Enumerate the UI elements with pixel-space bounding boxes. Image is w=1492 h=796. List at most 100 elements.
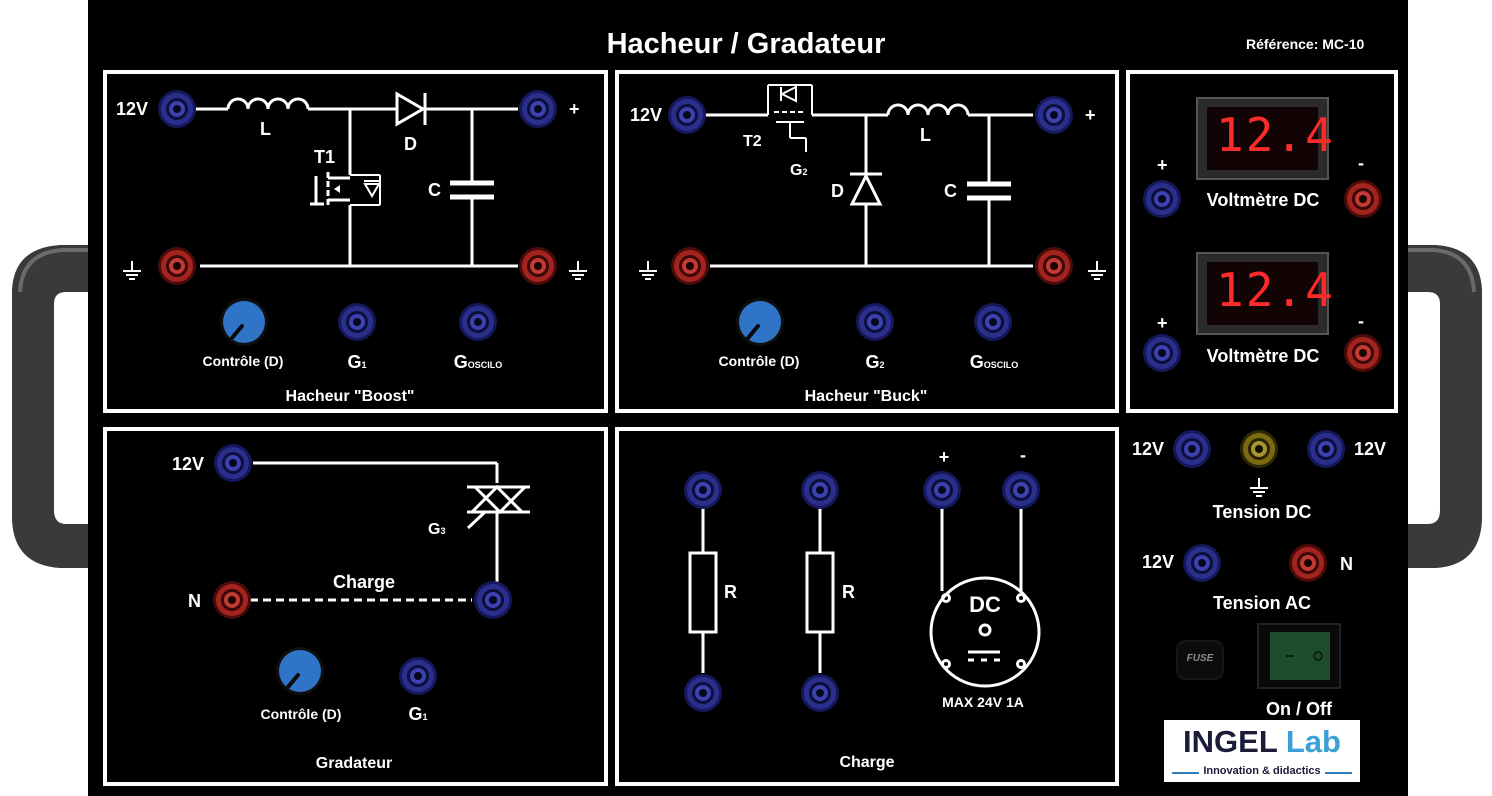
- resistor2-label: R: [842, 582, 855, 602]
- boost-goscilo-jack[interactable]: [459, 303, 497, 341]
- gradateur-g1-jack[interactable]: [399, 657, 437, 695]
- voltmeter2-minus-label: -: [1358, 311, 1364, 331]
- ac-supply-neutral-jack[interactable]: [1289, 544, 1327, 582]
- motor-minus-label: -: [1020, 445, 1026, 465]
- motor-plus-label: +: [938, 447, 950, 467]
- boost-output-label: +: [569, 99, 580, 119]
- boost-frame: [103, 70, 608, 413]
- logo-word-lab: Lab: [1285, 724, 1341, 759]
- buck-input-jack[interactable]: [668, 96, 706, 134]
- voltmeter2-plus-jack[interactable]: [1143, 334, 1181, 372]
- boost-transistor-label: T1: [314, 147, 336, 167]
- ingel-lab-logo: INGEL Lab Innovation & didactics: [1164, 720, 1360, 782]
- reference-label: Référence: MC-10: [1246, 36, 1365, 52]
- buck-ground-jack-right[interactable]: [1035, 247, 1073, 285]
- ground-icon: [568, 260, 588, 280]
- fuse-label: FUSE: [1186, 653, 1214, 664]
- ac-supply-12v-jack[interactable]: [1183, 544, 1221, 582]
- boost-input-jack[interactable]: [158, 90, 196, 128]
- boost-ground-jack-right[interactable]: [519, 247, 557, 285]
- voltmeter2-minus-jack[interactable]: [1344, 334, 1382, 372]
- buck-gate-tag: G2: [790, 162, 808, 179]
- voltmeter1-label: Voltmètre DC: [1206, 190, 1320, 210]
- buck-capacitor-label: C: [944, 181, 957, 201]
- dc-supply-left-label: 12V: [1132, 439, 1165, 459]
- gradateur-schematic: [250, 461, 530, 602]
- ground-icon: [122, 260, 142, 280]
- boost-caption: Hacheur "Boost": [285, 388, 415, 405]
- charge-caption: Charge: [839, 754, 895, 771]
- boost-ground-jack-left[interactable]: [158, 247, 196, 285]
- logo-word-ingel: INGEL: [1183, 724, 1278, 759]
- buck-duty-knob[interactable]: [734, 296, 786, 348]
- fuse-holder[interactable]: FUSE: [1176, 640, 1224, 680]
- gradateur-load-label: Charge: [332, 572, 396, 592]
- boost-duty-knob[interactable]: [218, 296, 270, 348]
- buck-caption: Hacheur "Buck": [804, 388, 928, 405]
- gradateur-input-jack[interactable]: [214, 444, 252, 482]
- buck-schematic: [705, 84, 1033, 268]
- gradateur-g1-label: G1: [408, 704, 428, 724]
- boost-g1-jack[interactable]: [338, 303, 376, 341]
- motor-plus-jack[interactable]: [923, 471, 961, 509]
- voltmeter1-minus-label: -: [1358, 153, 1364, 173]
- power-switch-label: On / Off: [1266, 699, 1332, 719]
- right-handle: [1400, 245, 1482, 568]
- buck-goscilo-label: GOSCILO: [969, 352, 1019, 372]
- buck-diode-label: D: [831, 181, 844, 201]
- gradateur-control-label: Contrôle (D): [260, 706, 342, 722]
- boost-output-jack[interactable]: [519, 90, 557, 128]
- gradateur-load-jack[interactable]: [474, 581, 512, 619]
- gradateur-duty-knob[interactable]: [274, 645, 326, 697]
- buck-transistor-label: T2: [743, 133, 762, 150]
- dc-supply-ground-jack[interactable]: [1240, 430, 1278, 468]
- voltmeter2-display: [1196, 252, 1329, 335]
- boost-control-label: Contrôle (D): [202, 353, 284, 369]
- gradateur-frame: [103, 427, 608, 786]
- charge-frame: [615, 427, 1119, 786]
- boost-diode-label: D: [404, 134, 417, 154]
- buck-inductor-label: L: [920, 125, 931, 145]
- logo-tagline: Innovation & didactics: [1199, 765, 1325, 777]
- buck-g2-label: G2: [865, 352, 885, 372]
- ground-icon: [1087, 260, 1107, 280]
- left-handle: [12, 245, 96, 568]
- dc-supply-right-label: 12V: [1354, 439, 1387, 459]
- voltmeter1-plus-jack[interactable]: [1143, 180, 1181, 218]
- buck-goscilo-jack[interactable]: [974, 303, 1012, 341]
- resistor1-label: R: [724, 582, 737, 602]
- voltmeter2-label: Voltmètre DC: [1206, 346, 1320, 366]
- voltmeter1-minus-jack[interactable]: [1344, 180, 1382, 218]
- buck-input-label: 12V: [630, 105, 663, 125]
- motor-rating-label: MAX 24V 1A: [942, 694, 1024, 710]
- gradateur-gate-tag: G3: [428, 521, 446, 538]
- buck-output-label: +: [1085, 105, 1096, 125]
- buck-ground-jack-left[interactable]: [671, 247, 709, 285]
- dc-supply-caption: Tension DC: [1212, 502, 1312, 522]
- voltmeter-frame: [1126, 70, 1398, 413]
- boost-inductor-label: L: [260, 119, 271, 139]
- voltmeter2-reading: 12.4: [1216, 263, 1335, 317]
- ground-icon: [638, 260, 658, 280]
- buck-control-label: Contrôle (D): [718, 353, 800, 369]
- gradateur-neutral-jack[interactable]: [213, 581, 251, 619]
- resistor2-bottom-jack[interactable]: [801, 674, 839, 712]
- gradateur-neutral-label: N: [188, 591, 201, 611]
- resistor1-bottom-jack[interactable]: [684, 674, 722, 712]
- buck-g2-jack[interactable]: [856, 303, 894, 341]
- voltmeter1-plus-label: +: [1157, 155, 1168, 175]
- ground-icon: [1249, 477, 1269, 497]
- boost-goscilo-label: GOSCILO: [453, 352, 503, 372]
- power-switch[interactable]: [1257, 623, 1341, 689]
- dc-supply-left-jack[interactable]: [1173, 430, 1211, 468]
- resistor2-top-jack[interactable]: [801, 471, 839, 509]
- resistor1-top-jack[interactable]: [684, 471, 722, 509]
- boost-capacitor-label: C: [428, 180, 441, 200]
- boost-input-label: 12V: [116, 99, 149, 119]
- buck-output-jack[interactable]: [1035, 96, 1073, 134]
- charge-schematic: [688, 508, 1041, 688]
- dc-supply-right-jack[interactable]: [1307, 430, 1345, 468]
- motor-minus-jack[interactable]: [1002, 471, 1040, 509]
